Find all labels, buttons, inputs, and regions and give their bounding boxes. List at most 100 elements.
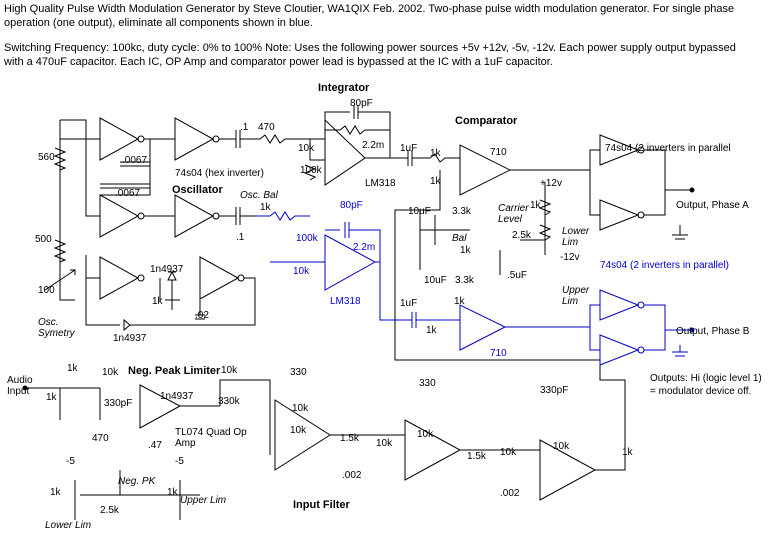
inverter-a1 bbox=[599, 134, 640, 166]
resistor-1-5k-f2: 1.5k bbox=[467, 451, 486, 462]
blue-circuit bbox=[255, 211, 695, 366]
neg-pk-label: Neg. PK bbox=[118, 476, 156, 487]
resistor-10k-b: 10k bbox=[293, 266, 310, 277]
output-phase-b: Output, Phase B bbox=[676, 326, 750, 337]
cap-002-b: .002 bbox=[500, 488, 520, 499]
cap-0067-a: .0067 bbox=[122, 155, 148, 166]
opamp-filter-2 bbox=[404, 419, 462, 481]
cap-002-a: .002 bbox=[342, 470, 362, 481]
inverter-3 bbox=[99, 194, 140, 238]
op-710-b: 710 bbox=[490, 348, 507, 359]
resistor-10k-f2: 10k bbox=[417, 429, 434, 440]
opamp-filter-1 bbox=[274, 399, 331, 471]
cap-330pf-f3: 330pF bbox=[540, 385, 569, 396]
inverter-a2 bbox=[599, 199, 640, 231]
lm318-b: LM318 bbox=[330, 296, 361, 307]
inverter-4 bbox=[174, 194, 215, 238]
resistor-1k-cmp-a: 1k bbox=[430, 148, 441, 159]
carrier-level-label: Carrier Level bbox=[498, 203, 529, 225]
input-filter-title: Input Filter bbox=[293, 499, 350, 511]
bal-label: Bal bbox=[452, 233, 467, 244]
resistor-10k-f1b: 10k bbox=[290, 425, 307, 436]
resistor-100k-b: 100k bbox=[296, 233, 318, 244]
resistor-10k-npl: 10k bbox=[221, 365, 238, 376]
cap-10uf-b: 10uF bbox=[424, 275, 447, 286]
resistor-1-5k-f1: 1.5k bbox=[340, 433, 359, 444]
resistor-470-npl: 470 bbox=[92, 433, 109, 444]
resistor-1k-b2: 1k bbox=[454, 296, 465, 307]
header-line-1: High Quality Pulse Width Modulation Gene… bbox=[4, 3, 735, 15]
cap-10uf-a: 10uF bbox=[408, 206, 431, 217]
resistor-2-5k-npl: 2.5k bbox=[100, 505, 119, 516]
opamp-integrator bbox=[324, 118, 366, 186]
upper-lim-top: Upper Lim bbox=[562, 285, 590, 307]
resistor-1k-cmp-b: 1k bbox=[430, 176, 441, 187]
opamp-npl bbox=[139, 384, 182, 429]
inverter-6 bbox=[199, 256, 240, 300]
resistor-3-3k-b: 3.3k bbox=[455, 275, 474, 286]
inverter-b2 bbox=[599, 334, 640, 366]
cap-47: .47 bbox=[148, 440, 162, 451]
inverter-b1 bbox=[599, 289, 640, 321]
cap-80pf-b: 80pF bbox=[340, 200, 363, 211]
resistor-500: 500 bbox=[35, 234, 52, 245]
resistor-1k-in-b: 1k bbox=[46, 392, 57, 403]
black-circuit bbox=[22, 105, 695, 520]
resistor-1k-bal: 1k bbox=[260, 202, 271, 213]
output-phase-a: Output, Phase A bbox=[676, 200, 749, 211]
resistor-10k-int: 10k bbox=[298, 143, 315, 154]
upper-lim-bottom: Upper Lim bbox=[180, 495, 227, 506]
resistor-10k-f2b: 10k bbox=[500, 447, 517, 458]
resistor-100k-int: 100k bbox=[300, 165, 322, 176]
header-line-4: with a 470uF capacitor. Each IC, OP Amp … bbox=[4, 56, 553, 68]
cap-330pf-in: 330pF bbox=[104, 398, 133, 409]
inverter-5 bbox=[99, 256, 140, 300]
neg-peak-limiter-title: Neg. Peak Limiter bbox=[128, 365, 221, 377]
resistor-3-3k-a: 3.3k bbox=[452, 206, 471, 217]
diode-1n4937-b: 1n4937 bbox=[113, 333, 147, 344]
integrator-title: Integrator bbox=[318, 82, 370, 94]
osc-bal-label: Osc. Bal bbox=[240, 190, 278, 201]
plus-12v: +12v bbox=[540, 178, 562, 189]
cap-1uf-b: 1uF bbox=[400, 298, 418, 309]
chip-74s04-hex: 74s04 (hex inverter) bbox=[175, 168, 264, 179]
comparator-top bbox=[459, 144, 512, 196]
resistor-1k-b1: 1k bbox=[426, 325, 437, 336]
resistor-1k-f3: 1k bbox=[622, 447, 633, 458]
cap-1uf-cmp: 1uF bbox=[400, 143, 418, 154]
resistor-330k: 330k bbox=[218, 396, 240, 407]
lower-lim-bottom: Lower Lim bbox=[45, 520, 92, 531]
outputs-note: Outputs: Hi (logic level 1) = modulator … bbox=[650, 373, 762, 397]
tl074-label: TL074 Quad Op Amp bbox=[175, 427, 247, 449]
minus-5-b: -5 bbox=[175, 456, 184, 467]
resistor-1k-osc: 1k bbox=[152, 296, 163, 307]
resistor-2-2m-b: 2.2m bbox=[353, 242, 376, 253]
cap-80pf-top: 80pF bbox=[350, 98, 373, 109]
cap-0067-b: .0067 bbox=[115, 188, 141, 199]
resistor-100-osc: 100 bbox=[38, 285, 55, 296]
chip-74s04-parallel-a: 74s04 (2 inverters in parallel bbox=[605, 143, 731, 154]
cap-02: .02 bbox=[195, 310, 209, 321]
resistor-1k-carrier: 1k bbox=[530, 200, 541, 211]
inverter-2 bbox=[174, 117, 215, 161]
chip-74s04-parallel-b: 74s04 (2 inverters in parallel) bbox=[600, 260, 729, 271]
resistor-1k-lower: 1k bbox=[50, 487, 61, 498]
op-710-top: 710 bbox=[490, 147, 507, 158]
resistor-1k-balpot: 1k bbox=[460, 245, 471, 256]
diode-1n4937-npl: 1n4937 bbox=[160, 391, 194, 402]
resistor-470-top: 470 bbox=[258, 122, 275, 133]
cap-5uf: .5uF bbox=[507, 270, 528, 281]
cap-1-top: .1 bbox=[240, 122, 249, 133]
oscillator-title: Oscillator bbox=[172, 184, 223, 196]
cap-1-bal: .1 bbox=[236, 232, 245, 243]
audio-input-label: Audio Input bbox=[7, 375, 33, 397]
lm318-top: LM318 bbox=[365, 178, 396, 189]
minus-12v: -12v bbox=[560, 252, 580, 263]
resistor-10k-f1c: 10k bbox=[376, 438, 393, 449]
header-line-3: Switching Frequency: 100kc, duty cycle: … bbox=[4, 42, 736, 54]
comparator-title: Comparator bbox=[455, 115, 518, 127]
diode-1n4937-a: 1n4937 bbox=[150, 264, 184, 275]
resistor-1k-in-a: 1k bbox=[67, 363, 78, 374]
inverter-1 bbox=[99, 117, 140, 161]
